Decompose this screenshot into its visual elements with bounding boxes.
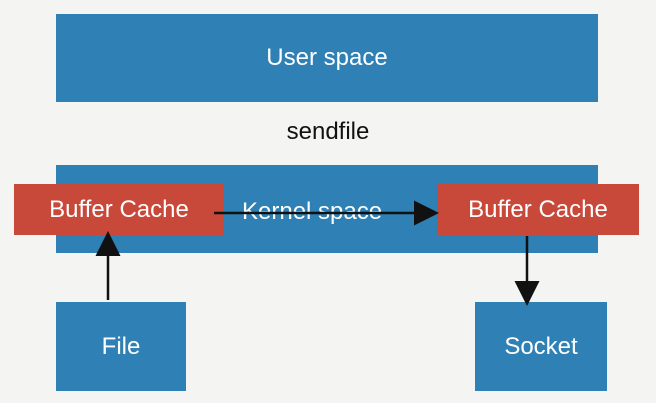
socket-box: Socket: [475, 302, 607, 391]
left-buffer-cache-box: Buffer Cache: [14, 184, 224, 235]
left-buffer-cache-label: Buffer Cache: [49, 195, 189, 223]
user-space-box: User space: [56, 14, 598, 102]
right-buffer-cache-box: Buffer Cache: [437, 184, 639, 235]
socket-label: Socket: [504, 332, 578, 360]
right-buffer-cache-label: Buffer Cache: [468, 195, 608, 223]
sendfile-label: sendfile: [286, 118, 370, 145]
kernel-space-label: Kernel space: [242, 198, 383, 225]
file-box: File: [56, 302, 186, 391]
file-label: File: [101, 332, 141, 360]
user-space-label: User space: [266, 44, 388, 71]
